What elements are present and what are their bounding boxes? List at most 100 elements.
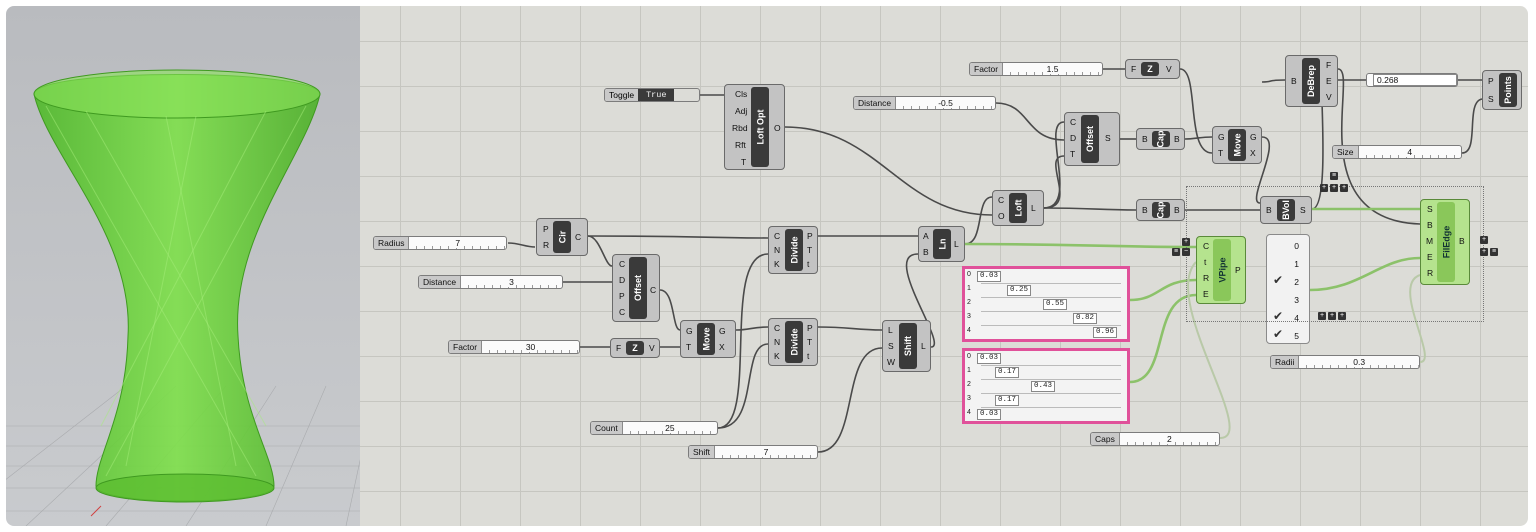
menu-icon[interactable]: ≡ [1490,248,1498,256]
panel-cell: 0.25 [1007,285,1032,296]
input-f: F [1131,64,1137,74]
input-n: N [774,337,781,347]
toggle-value: True [638,89,675,101]
input-c2: C [619,307,626,317]
input-rbd: Rbd [732,123,748,133]
row-index: 2 [967,381,971,388]
circle-component[interactable]: P R Cir C [536,218,588,256]
input-c: C [619,259,626,269]
row-index: 0 [967,353,971,360]
deconstruct-brep-component[interactable]: B DeBrep F E V [1285,55,1338,107]
input-f: F [616,343,622,353]
toggle-label: Toggle [605,89,639,101]
offset-surface-component[interactable]: C D T Offset S [1064,112,1120,166]
list-item[interactable]: 2 [1294,277,1299,287]
vase-body [33,74,321,502]
slider-value: 7 [761,447,771,457]
output-b: B [1174,205,1180,215]
panel-cell: 0.17 [995,395,1020,406]
divide-curve-component[interactable]: C N K Divide P T t [768,226,818,274]
shift-list-component[interactable]: L S W Shift L [882,320,931,372]
brep-volume-component[interactable]: B BVol S [1260,196,1312,224]
component-core: DeBrep [1302,58,1320,104]
slider-value: 3 [507,277,516,287]
add-output-icon[interactable]: + [1338,312,1346,320]
radii-slider[interactable]: Radii 0.3 [1270,355,1420,369]
input-d: D [619,275,626,285]
loft-component[interactable]: C O Loft L [992,190,1044,226]
axis-x-icon [90,505,102,517]
shift-slider[interactable]: Shift 7 [688,445,818,459]
number-value: 0.268 [1373,74,1457,86]
rhino-viewport[interactable] [6,6,360,526]
component-core: Offset [1081,115,1099,163]
remove-input-icon[interactable]: − [1182,248,1190,256]
panel-cell: 0.03 [977,409,1002,420]
cap-holes-component[interactable]: B Cap B [1136,128,1185,150]
factor-slider-2[interactable]: Factor 1.5 [969,62,1103,76]
unit-z-component-2[interactable]: F Z V [1125,59,1180,79]
panel-cell: 0.55 [1043,299,1068,310]
move-component[interactable]: G T Move G X [680,320,736,358]
line-component[interactable]: A B Ln L [918,226,965,262]
output-g: G [1250,132,1257,142]
output-p: P [1235,265,1241,275]
component-core: Loft [1009,193,1027,223]
list-item[interactable]: 0 [1294,241,1299,251]
fillet-edge-component[interactable]: S B M E R FilEdge B [1420,199,1470,285]
cap-holes-component-2[interactable]: B Cap B [1136,199,1185,221]
add-input-icon[interactable]: + [1182,238,1190,246]
input-t: T [741,157,747,167]
list-item[interactable]: 3 [1294,295,1299,305]
row-index: 0 [967,271,971,278]
menu-icon[interactable]: ≡ [1172,248,1180,256]
count-slider[interactable]: Count 25 [590,421,718,435]
divide-curve-component-2[interactable]: C N K Divide P T t [768,318,818,366]
row-index: 1 [967,285,971,292]
radius-slider[interactable]: Radius 7 [373,236,507,250]
input-b: B [1291,76,1297,86]
input-r: R [1427,268,1434,278]
boolean-toggle[interactable]: Toggle True [604,88,700,102]
input-l: L [888,325,893,335]
variable-pipe-component[interactable]: C t R E VPipe P [1196,236,1246,304]
add-output-icon[interactable]: + [1480,236,1488,244]
output-l: L [954,239,959,249]
point-display-component[interactable]: P S Points [1482,70,1522,110]
list-item[interactable]: 4 [1294,313,1299,323]
add-input-icon[interactable]: ≡ [1330,172,1338,180]
distance-slider-2[interactable]: Distance -0.5 [853,96,996,110]
offset-component[interactable]: C D P C Offset C [612,254,660,322]
component-core: Ln [933,229,951,259]
add-input-icon[interactable]: + [1330,184,1338,192]
add-output-icon[interactable]: + [1480,248,1488,256]
move-component-2[interactable]: G T Move G X [1212,126,1262,164]
component-core: Loft Opt [751,87,769,167]
add-output-icon[interactable]: + [1340,184,1348,192]
slider-label: Caps [1091,433,1120,445]
input-t: T [1070,149,1076,159]
input-b: B [923,247,929,257]
caps-slider[interactable]: Caps 2 [1090,432,1220,446]
slider-label: Count [591,422,623,434]
add-output-icon[interactable]: + [1320,184,1328,192]
output-c: C [575,232,582,242]
size-slider[interactable]: Size 4 [1332,145,1462,159]
input-w: W [887,357,896,367]
loft-options-component[interactable]: Cls Adj Rbd Rft T Loft Opt O [724,84,785,170]
add-output-icon[interactable]: + [1328,312,1336,320]
unit-z-component[interactable]: F Z V [610,338,660,358]
grasshopper-canvas[interactable] [360,6,1528,526]
input-s: S [1427,204,1433,214]
factor-slider[interactable]: Factor 30 [448,340,580,354]
list-item[interactable]: 1 [1294,259,1299,269]
add-output-icon[interactable]: + [1318,312,1326,320]
values-panel[interactable]: 0 1 2 3 4 0.03 0.25 0.55 0.82 0.96 [962,266,1130,342]
distance-slider[interactable]: Distance 3 [418,275,563,289]
selection-rectangle [1186,186,1484,322]
component-core: Offset [629,257,647,319]
list-item[interactable]: 5 [1294,331,1299,341]
value-list[interactable]: 0 1 2 3 4 5 ✔ ✔ ✔ [1266,234,1310,344]
values-panel-2[interactable]: 0 1 2 3 4 0.03 0.17 0.43 0.17 0.03 [962,348,1130,424]
check-icon: ✔ [1273,309,1284,323]
